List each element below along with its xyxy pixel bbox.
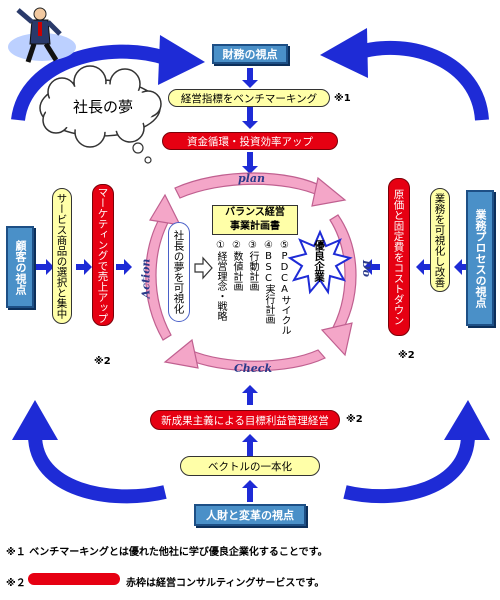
marketing-sales-box: マーケティングで売上アップ	[92, 184, 114, 326]
right-note-mark: ※2	[398, 350, 415, 361]
legend-red-bar	[28, 573, 120, 585]
plan-item-2: ②数値計画	[231, 240, 242, 291]
footnote-2-text: 赤枠は経営コンサルティングサービスです。	[126, 578, 325, 589]
plan-item-5: ⑤PDCAサイクル	[279, 240, 290, 335]
new-result-note-mark: ※2	[346, 414, 363, 425]
service-selection-box: サービス商品の選択と集中	[52, 188, 72, 324]
vector-unify-box: ベクトルの一本化	[180, 456, 320, 476]
connector-arrows	[36, 68, 470, 502]
benchmark-note-mark: ※1	[334, 93, 351, 104]
do-label: Do	[359, 260, 373, 277]
blue-curved-arrow-top-right	[320, 28, 489, 121]
dream-visualize-box: 社長の夢を可視化	[168, 222, 190, 322]
blue-curved-arrow-bottom-right	[343, 400, 490, 504]
new-result-management-box: 新成果主義による目標利益管理経営	[150, 410, 340, 430]
blue-curved-arrow-bottom-left	[12, 400, 167, 504]
cloud-text: 社長の夢	[72, 98, 133, 116]
plan-item-3: ③行動計画	[247, 240, 258, 291]
plan-label: plan	[238, 172, 265, 185]
check-label: Check	[234, 362, 273, 375]
finance-perspective-box: 財務の視点	[212, 44, 288, 64]
thought-cloud	[39, 65, 162, 164]
businessman-icon	[8, 7, 76, 63]
blue-curved-arrow-top-left	[11, 35, 205, 122]
left-note-mark: ※2	[94, 356, 111, 367]
customer-perspective-box: 顧客の視点	[6, 226, 34, 308]
benchmark-box: 経営指標をベンチマーキング	[168, 89, 330, 107]
capital-efficiency-box: 資金循環・投資効率アップ	[162, 132, 338, 150]
action-label: Action	[139, 258, 153, 299]
footnote-2-mark: ※２	[6, 578, 26, 589]
people-perspective-box: 人財と変革の視点	[194, 504, 306, 526]
business-plan-title-line1: バランス経営	[225, 207, 285, 218]
star-burst-icon	[287, 229, 353, 295]
footnote-1: ※１ ベンチマーキングとは優れた他社に学び優良企業化することです。	[6, 547, 328, 558]
plan-items: ⑤PDCAサイクル ④BSC実行計画 ③行動計画 ②数値計画 ①経営理念・戦略	[214, 240, 292, 340]
plan-item-4: ④BSC実行計画	[263, 240, 274, 324]
hollow-arrow-icon	[194, 256, 213, 280]
plan-item-1: ①経営理念・戦略	[215, 240, 226, 321]
business-plan-title: バランス経営 事業計画書	[212, 205, 298, 235]
process-perspective-box: 業務プロセスの視点	[466, 190, 494, 326]
cost-down-box: 原価と固定費をコストダウン	[388, 178, 410, 336]
excellent-company-text: 優良企業	[313, 240, 325, 282]
pdca-cycle-arrows	[145, 172, 357, 372]
business-plan-title-line2: 事業計画書	[230, 221, 280, 232]
visualize-improve-box: 業務を可視化し改善	[430, 188, 450, 292]
